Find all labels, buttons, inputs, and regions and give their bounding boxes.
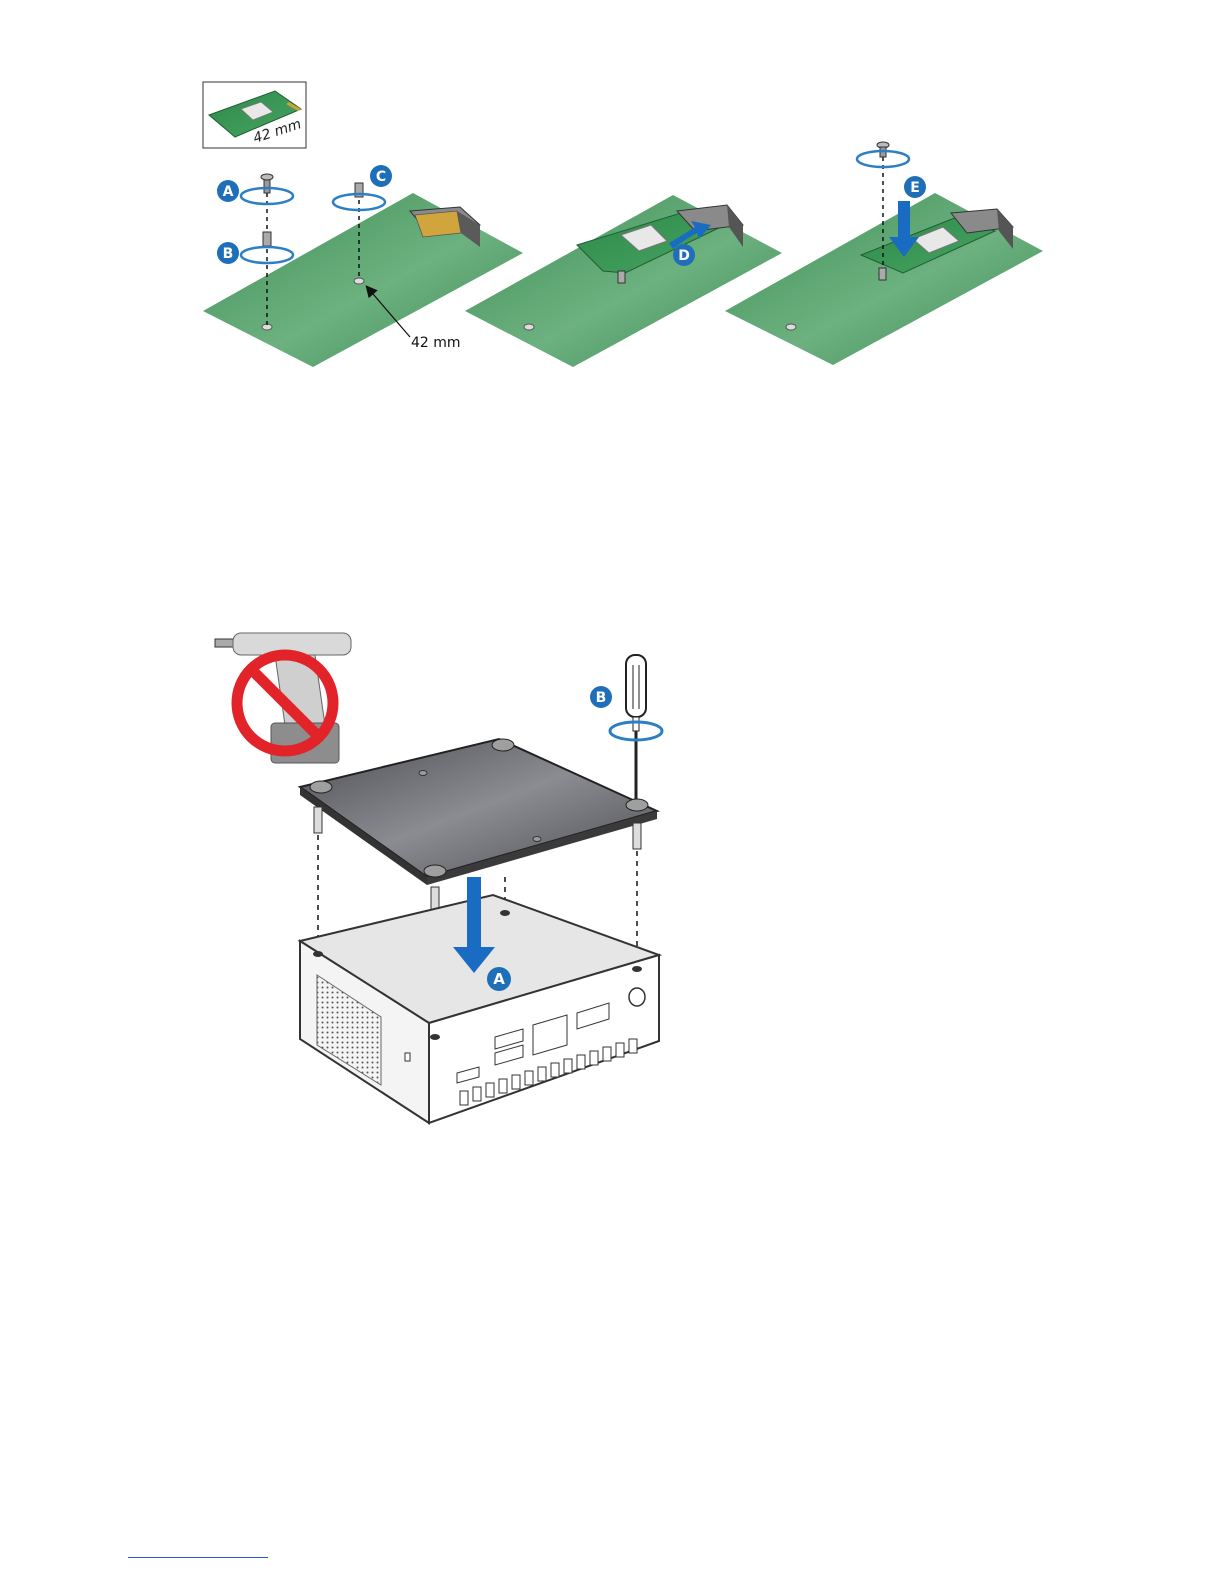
m2-install-svg: 42 mm A B C [195,75,1055,375]
svg-text:C: C [376,169,386,185]
callout-a-top: A [217,180,239,202]
m2-install-diagram: 42 mm A B C [195,75,1055,375]
callout-e-top: E [904,176,926,198]
svg-text:A: A [223,184,234,200]
callout-c-top: C [370,165,392,187]
callout-d-top: D [673,244,695,266]
inset-card: 42 mm [203,82,306,148]
svg-text:A: A [493,970,505,988]
svg-text:B: B [596,690,607,706]
svg-text:B: B [223,246,234,262]
bottom-cover-diagram: B [205,615,675,1130]
bottom-cover-plate [300,739,657,885]
bottom-cover-svg: B [205,615,675,1130]
callout-b-bottom: B [590,686,612,708]
svg-text:E: E [910,180,920,196]
power-drill-prohibited-icon [215,633,351,763]
board-step-1: A B C 42 mm [203,165,523,367]
callout-a-bottom: A [487,967,511,991]
svg-text:D: D [678,248,690,264]
board-step-2: D [465,195,782,367]
screwdriver-icon [610,655,662,801]
standoff-distance-label: 42 mm [411,335,461,351]
footnote-separator [128,1557,268,1558]
callout-b-top: B [217,242,239,264]
